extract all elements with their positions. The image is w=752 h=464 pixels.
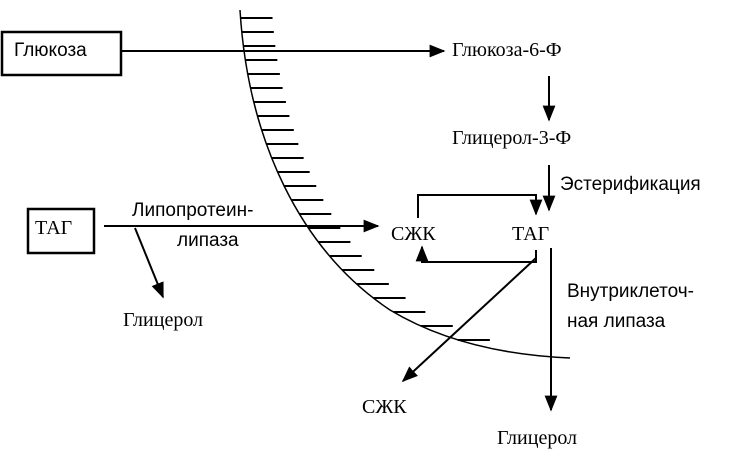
ffa-inside-label: СЖК <box>391 223 436 245</box>
glucose-label: Глюкоза <box>14 40 87 61</box>
tag-to-ffa-loop <box>415 245 537 263</box>
tag-box <box>26 207 96 255</box>
ffa-to-tag-loop <box>417 194 543 218</box>
glucose6p-label: Глюкоза-6-Ф <box>452 39 562 61</box>
lipoprotein-label-line1: Липопротеин- <box>132 200 253 221</box>
glycerol-bottom-label: Глицерол <box>497 427 577 449</box>
cell-membrane-curve <box>239 9 571 359</box>
intracellular-label-line2: ная липаза <box>567 311 666 332</box>
tag-inside-label: ТАГ <box>512 223 549 245</box>
intracellular-label-line1: Внутриклеточ- <box>567 281 694 302</box>
lipoprotein-label-line2: липаза <box>177 230 239 251</box>
membrane-hatching <box>240 17 490 341</box>
tag-to-ffa-out-arrow <box>401 257 537 383</box>
esterification-label: Эстерификация <box>560 174 701 195</box>
glycerol3p-label: Глицерол-3-Ф <box>452 127 571 149</box>
ffa-bottom-label: СЖК <box>362 396 407 418</box>
tag-to-glycerol-left-arrow <box>134 227 164 299</box>
glycerol-left-label: Глицерол <box>123 309 203 331</box>
tag-left-label: ТАГ <box>35 217 72 239</box>
glucose-box <box>0 30 123 77</box>
